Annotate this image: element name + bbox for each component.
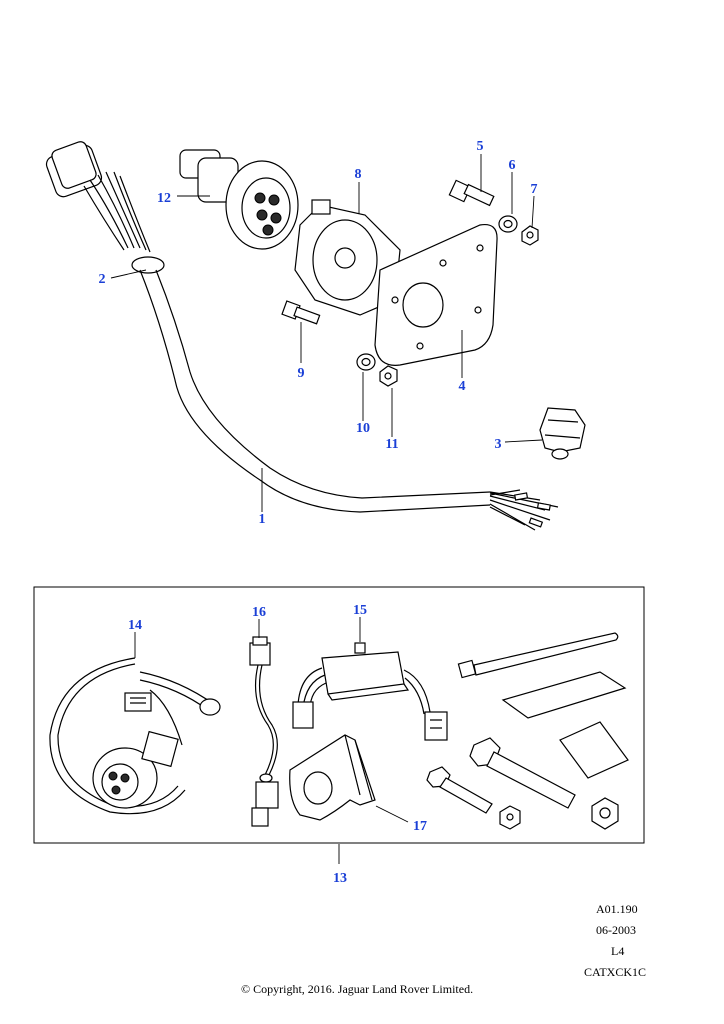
callout-10: 10 — [356, 421, 370, 436]
wiring-harness — [45, 141, 559, 531]
callout-4: 4 — [459, 379, 466, 394]
bolt-5 — [448, 179, 495, 207]
callout-17: 17 — [413, 819, 427, 834]
callout-15: 15 — [353, 603, 367, 618]
bolt-9 — [281, 300, 321, 325]
drawing-code: A01.190 — [596, 902, 638, 916]
callout-5: 5 — [477, 139, 484, 154]
callout-11: 11 — [385, 437, 398, 452]
callouts-upper: 1 2 3 4 5 6 7 8 9 10 11 12 — [99, 139, 538, 527]
kit-adapter-lead — [249, 636, 279, 827]
socket-connector — [179, 149, 299, 250]
callout-6: 6 — [509, 158, 516, 173]
nut-11 — [379, 365, 398, 387]
callout-7: 7 — [531, 182, 538, 197]
callout-9: 9 — [298, 366, 305, 381]
drawing-date: 06-2003 — [596, 923, 636, 937]
kit-tape-strip — [501, 671, 627, 719]
callout-8: 8 — [355, 167, 362, 182]
washer-6 — [498, 215, 518, 233]
catalog-code: CATXCK1C — [584, 965, 647, 979]
washer-10 — [356, 353, 376, 371]
kit-small-nut — [499, 805, 521, 830]
callout-14: 14 — [128, 618, 142, 633]
callout-2: 2 — [99, 272, 106, 287]
callout-1: 1 — [259, 512, 266, 527]
mounting-plate — [374, 223, 498, 366]
cable-clip — [539, 407, 586, 460]
drawing-level: L4 — [611, 944, 625, 958]
callout-3: 3 — [495, 437, 502, 452]
leader-lines-upper — [110, 154, 543, 512]
nut-7 — [521, 225, 539, 246]
kit-short-bolt — [426, 766, 493, 814]
kit-frame — [33, 586, 645, 844]
kit-large-nut — [591, 797, 619, 830]
callout-13: 13 — [333, 871, 347, 886]
kit-bracket — [289, 734, 376, 821]
kit-cable-tie — [457, 632, 619, 679]
kit-module — [292, 642, 448, 741]
kit-sachet — [559, 721, 629, 779]
callout-16: 16 — [252, 605, 266, 620]
kit-harness-loop — [49, 657, 221, 815]
callout-12: 12 — [157, 191, 171, 206]
kit-long-bolt — [469, 737, 576, 809]
copyright-notice: © Copyright, 2016. Jaguar Land Rover Lim… — [241, 982, 474, 996]
